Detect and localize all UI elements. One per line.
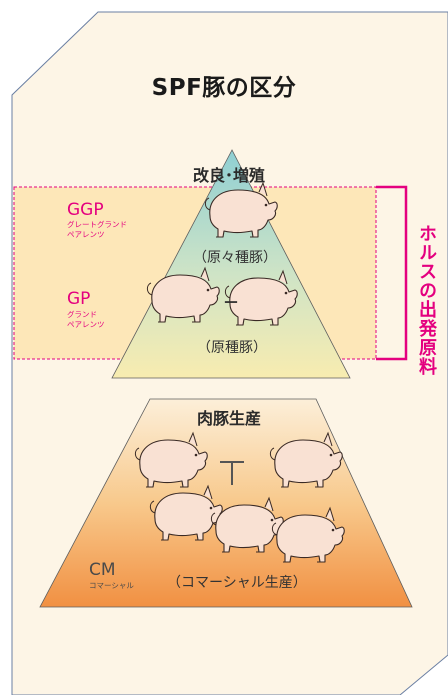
cm-code: CM — [89, 560, 116, 580]
page-title: SPF豚の区分 — [151, 75, 297, 101]
cross-mark-dash: － — [223, 293, 240, 312]
gp-code: GP — [67, 289, 91, 309]
ggp-code: GGP — [67, 200, 104, 220]
bracket — [376, 185, 408, 361]
lower-heading: 肉豚生産 — [197, 409, 262, 428]
gp-description: （原種豚） — [197, 340, 267, 356]
upper-heading: 改良･増殖 — [193, 166, 266, 185]
gp-subtitle: グランド ペアレンツ — [67, 310, 105, 329]
breeding-triangle — [111, 149, 351, 379]
ggp-subtitle: グレートグランド ペアレンツ — [67, 220, 127, 239]
cross-mark-t — [220, 461, 244, 485]
bracket-label: ホルスの出発原料 — [416, 224, 437, 376]
ggp-description: （原々種豚） — [193, 250, 277, 266]
cm-description: （コマーシャル生産） — [167, 575, 307, 591]
cm-subtitle: コマーシャル — [89, 581, 134, 590]
